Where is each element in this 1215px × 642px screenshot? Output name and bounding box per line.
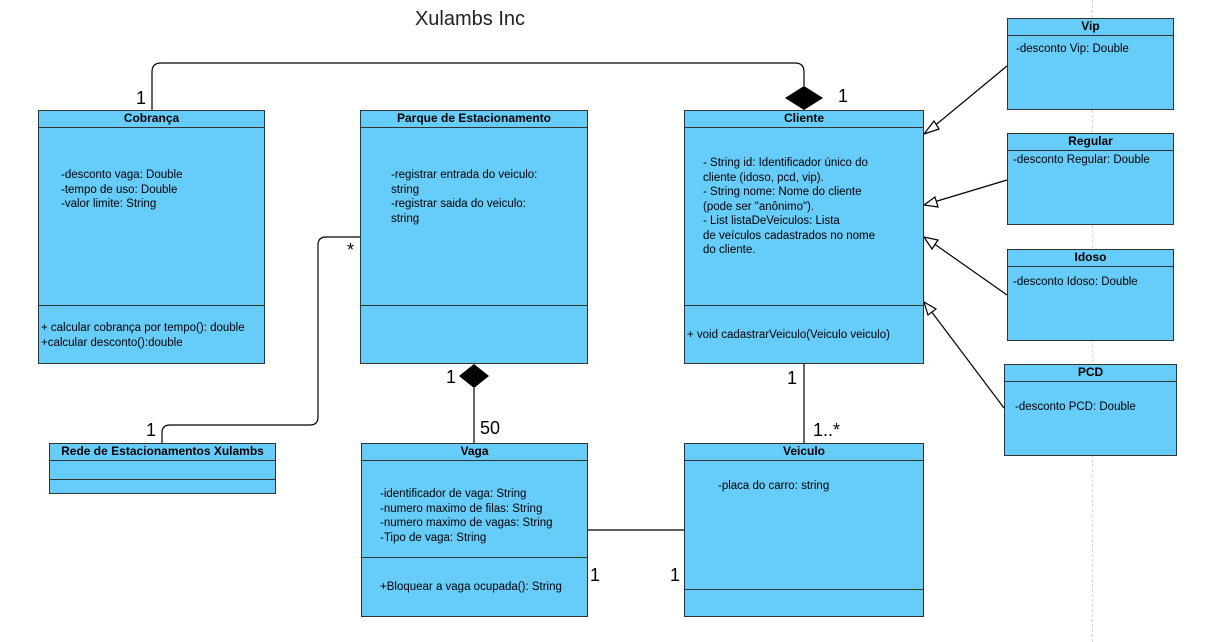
attribute: -desconto vaga: Double — [61, 169, 183, 181]
multiplicity-vaga-veiculo-vaga-end: 1 — [590, 565, 601, 585]
class-idoso[interactable]: Idoso -desconto Idoso: Double — [1007, 249, 1174, 341]
attributes-section: -desconto Regular: Double — [1008, 151, 1173, 168]
attribute: cliente (idoso, pcd, vip). — [703, 171, 824, 184]
attribute: -desconto Regular: Double — [1013, 154, 1150, 166]
attributes-section: -identificador de vaga: String -numero m… — [362, 461, 587, 558]
attribute: -registrar entrada do veiculo: — [391, 169, 538, 181]
regular-generalization-arrow — [922, 196, 939, 208]
attributes-section: -placa do carro: string — [685, 461, 923, 590]
attributes-section: -desconto Vip: Double — [1008, 36, 1173, 57]
parque-rede-association-line — [161, 236, 360, 443]
attribute: -placa do carro: string — [718, 480, 830, 492]
attribute: (pode ser "anônimo"). — [703, 200, 815, 213]
attribute: string — [391, 183, 420, 196]
attribute: do cliente. — [703, 244, 756, 256]
attribute: - String nome: Nome do cliente — [703, 186, 862, 198]
method: + calcular cobrança por tempo(): double — [41, 322, 245, 334]
attribute: -tempo de uso: Double — [61, 183, 178, 196]
attribute: -numero maximo de filas: String — [380, 502, 543, 515]
idoso-generalization-arrow — [922, 236, 939, 251]
methods-section: + void cadastrarVeiculo(Veiculo veiculo) — [685, 306, 923, 343]
class-pcd[interactable]: PCD -desconto PCD: Double — [1004, 364, 1177, 456]
attribute: -desconto PCD: Double — [1015, 401, 1136, 413]
class-name: Vaga — [362, 444, 587, 461]
attributes-section: -desconto PCD: Double — [1005, 382, 1176, 415]
pcd-generalization-line — [930, 310, 1005, 409]
attributes-section: -desconto Idoso: Double — [1008, 267, 1173, 290]
multiplicity-vaga-veiculo-veiculo-end: 1 — [670, 565, 681, 585]
multiplicity-parque-vaga-parque-end: 1 — [446, 367, 457, 387]
multiplicity-parque-rede-parque-end: * — [347, 240, 355, 260]
cobranca-cliente-composition-line — [151, 62, 805, 110]
class-name: Cliente — [685, 111, 923, 128]
idoso-generalization-line — [932, 242, 1008, 296]
method: +Bloquear a vaga ocupada(): String — [380, 581, 562, 593]
pcd-generalization-arrow — [922, 300, 938, 316]
diagram-title: Xulambs Inc — [414, 8, 526, 30]
methods-section: +Bloquear a vaga ocupada(): String — [362, 558, 587, 595]
attributes-section — [50, 461, 275, 480]
class-vaga[interactable]: Vaga -identificador de vaga: String -num… — [361, 443, 588, 617]
multiplicity-cliente-veiculo-veiculo-end: 1..* — [813, 420, 841, 440]
attributes-section: -registrar entrada do veiculo: string -r… — [361, 128, 587, 306]
multiplicity-parque-vaga-vaga-end: 50 — [480, 418, 501, 438]
attribute: -registrar saida do veiculo: — [391, 198, 526, 210]
class-parque-de-estacionamento[interactable]: Parque de Estacionamento -registrar entr… — [360, 110, 588, 364]
class-name: Rede de Estacionamentos Xulambs — [50, 444, 275, 461]
attributes-section: - String id: Identificador único do clie… — [685, 128, 923, 306]
multiplicity-cliente-veiculo-cliente-end: 1 — [787, 368, 798, 388]
attribute: string — [391, 212, 420, 225]
class-regular[interactable]: Regular -desconto Regular: Double — [1007, 133, 1174, 225]
attribute: -valor limite: String — [61, 198, 157, 210]
parque-vaga-diamond — [459, 364, 489, 388]
attribute: -desconto Idoso: Double — [1013, 276, 1138, 288]
method: +calcular desconto():double — [41, 336, 183, 349]
class-name: PCD — [1005, 365, 1176, 382]
attribute: -Tipo de vaga: String — [380, 531, 487, 544]
attribute: -numero maximo de vagas: String — [380, 517, 553, 529]
class-name: Cobrança — [39, 111, 264, 128]
attribute: -identificador de vaga: String — [380, 488, 527, 500]
class-name: Regular — [1008, 134, 1173, 151]
attributes-section: -desconto vaga: Double -tempo de uso: Do… — [39, 128, 264, 306]
class-name: Veiculo — [685, 444, 923, 461]
attribute: de veículos cadastrados no nome — [703, 229, 875, 242]
vip-generalization-line — [931, 65, 1008, 129]
class-cobranca[interactable]: Cobrança -desconto vaga: Double -tempo d… — [38, 110, 265, 364]
attribute: - List listaDeVeiculos: Lista — [703, 215, 840, 227]
multiplicity-cliente-end: 1 — [838, 86, 849, 106]
multiplicity-parque-rede-rede-end: 1 — [146, 420, 157, 440]
cobranca-cliente-diamond — [785, 86, 823, 110]
class-rede-de-estacionamentos[interactable]: Rede de Estacionamentos Xulambs — [49, 443, 276, 494]
class-name: Parque de Estacionamento — [361, 111, 587, 128]
attribute: - String id: Identificador único do — [703, 157, 868, 169]
class-name: Vip — [1008, 19, 1173, 36]
methods-section: + calcular cobrança por tempo(): double … — [39, 306, 264, 350]
class-cliente[interactable]: Cliente - String id: Identificador único… — [684, 110, 924, 364]
attribute: -desconto Vip: Double — [1016, 43, 1129, 55]
class-veiculo[interactable]: Veiculo -placa do carro: string — [684, 443, 924, 617]
class-name: Idoso — [1008, 250, 1173, 267]
multiplicity-cobranca-end: 1 — [136, 88, 147, 108]
vip-generalization-arrow — [922, 119, 940, 136]
method: + void cadastrarVeiculo(Veiculo veiculo) — [687, 329, 890, 341]
class-vip[interactable]: Vip -desconto Vip: Double — [1007, 18, 1174, 110]
regular-generalization-line — [933, 179, 1008, 203]
